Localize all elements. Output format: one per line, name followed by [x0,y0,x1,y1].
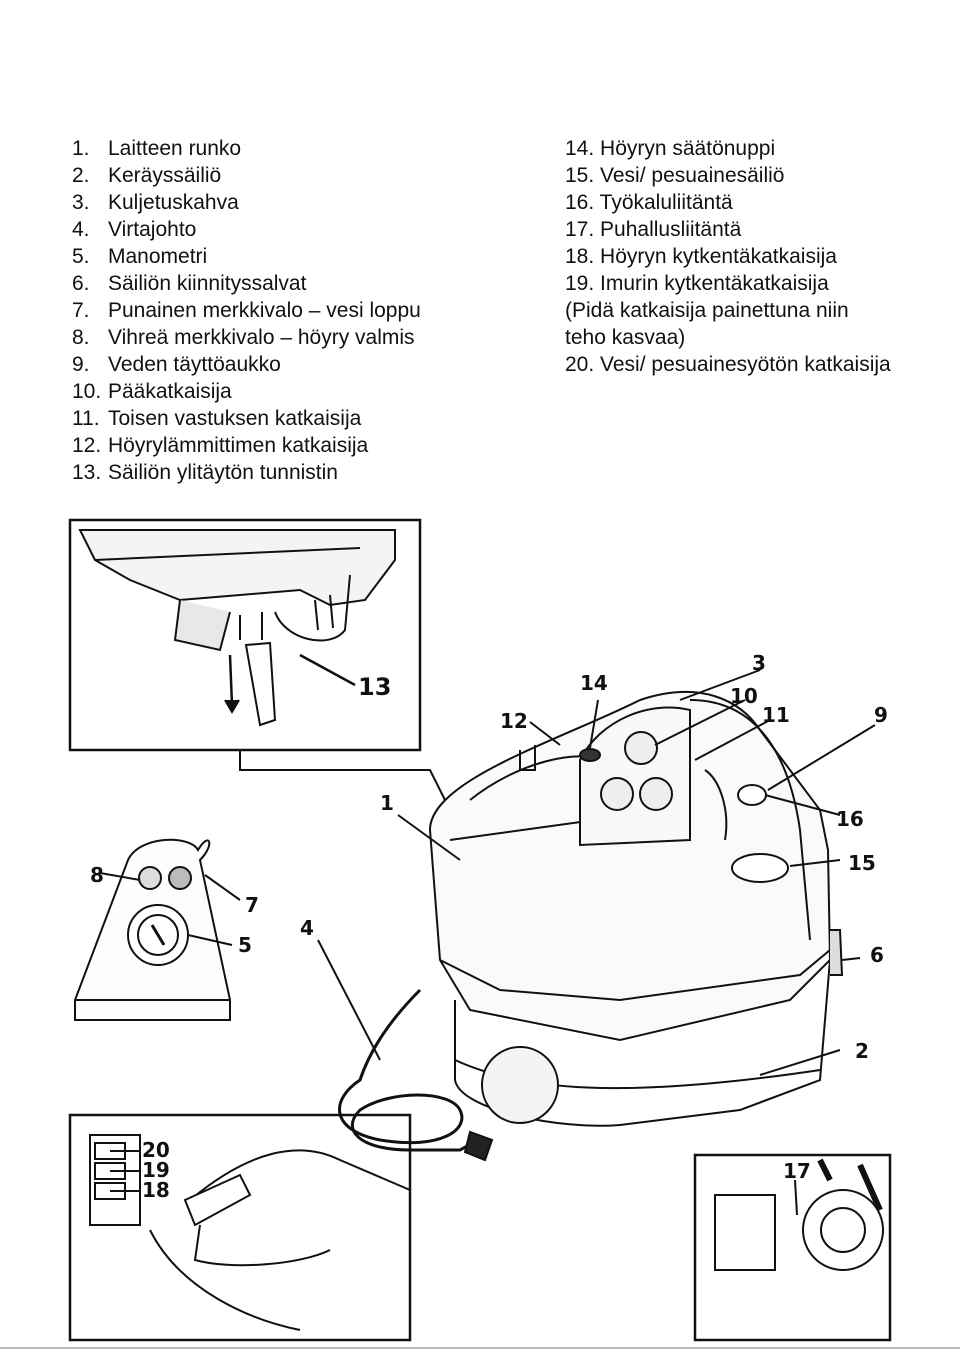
list-item: 19. Imurin kytkentäkatkaisija [565,272,829,295]
callout-5: 5 [238,933,252,957]
callout-2: 2 [855,1039,869,1063]
page-divider [0,1347,960,1349]
list-item: 2.Keräyssäiliö [72,164,222,187]
list-item: teho kasvaa) [565,326,686,349]
steam-cleaner-diagram: 13 8 7 5 [68,518,892,1342]
callout-9: 9 [874,703,888,727]
callout-12: 12 [500,709,528,733]
list-item: 10.Pääkatkaisija [72,380,232,403]
machine-body: 1 4 2 6 15 16 9 11 10 3 14 12 [300,651,888,1162]
callout-10: 10 [730,684,758,708]
switch-inset: 20 19 18 [68,1113,412,1342]
callout-18: 18 [142,1178,170,1202]
list-item: 13.Säiliön ylitäytön tunnistin [72,461,338,484]
callout-13: 13 [358,673,391,701]
callout-8: 8 [90,863,104,887]
list-item: 16. Työkaluliitäntä [565,191,733,214]
list-item: 15. Vesi/ pesuainesäiliö [565,164,785,187]
callout-15: 15 [848,851,876,875]
list-item: 5.Manometri [72,245,208,268]
list-item: 8.Vihreä merkkivalo – höyry valmis [72,326,415,349]
overflow-sensor-inset: 13 [68,518,422,752]
list-item: 7.Punainen merkkivalo – vesi loppu [72,299,421,322]
callout-19: 19 [142,1158,170,1182]
list-item: 9.Veden täyttöaukko [72,353,281,376]
list-item: 17. Puhallusliitäntä [565,218,742,241]
parts-list-left: 1.Laitteen runko 2.Keräyssäiliö 3.Kuljet… [72,135,421,486]
callout-1: 1 [380,791,394,815]
callout-16: 16 [836,807,864,831]
callout-6: 6 [870,943,884,967]
callout-14: 14 [580,671,608,695]
list-item: 3.Kuljetuskahva [72,191,239,214]
list-item: 6.Säiliön kiinnityssalvat [72,272,307,295]
list-item: 12.Höyrylämmittimen katkaisija [72,434,369,457]
callout-17: 17 [783,1159,811,1183]
list-item: 11.Toisen vastuksen katkaisija [72,407,362,430]
list-item: 1.Laitteen runko [72,137,242,160]
blower-connection-inset: 17 [693,1153,892,1342]
list-item: 18. Höyryn kytkentäkatkaisija [565,245,837,268]
callout-3: 3 [752,651,766,675]
parts-list-right: 14. Höyryn säätönuppi 15. Vesi/ pesuaine… [565,135,891,378]
callout-4: 4 [300,916,314,940]
callout-11: 11 [762,703,790,727]
callout-20: 20 [142,1138,170,1162]
list-item: 14. Höyryn säätönuppi [565,137,776,160]
list-item: (Pidä katkaisija painettuna niin [565,299,849,322]
callout-7: 7 [245,893,259,917]
list-item: 20. Vesi/ pesuainesyötön katkaisija [565,353,891,376]
list-item: 4.Virtajohto [72,218,197,241]
control-panel-inset: 8 7 5 [74,838,259,1021]
